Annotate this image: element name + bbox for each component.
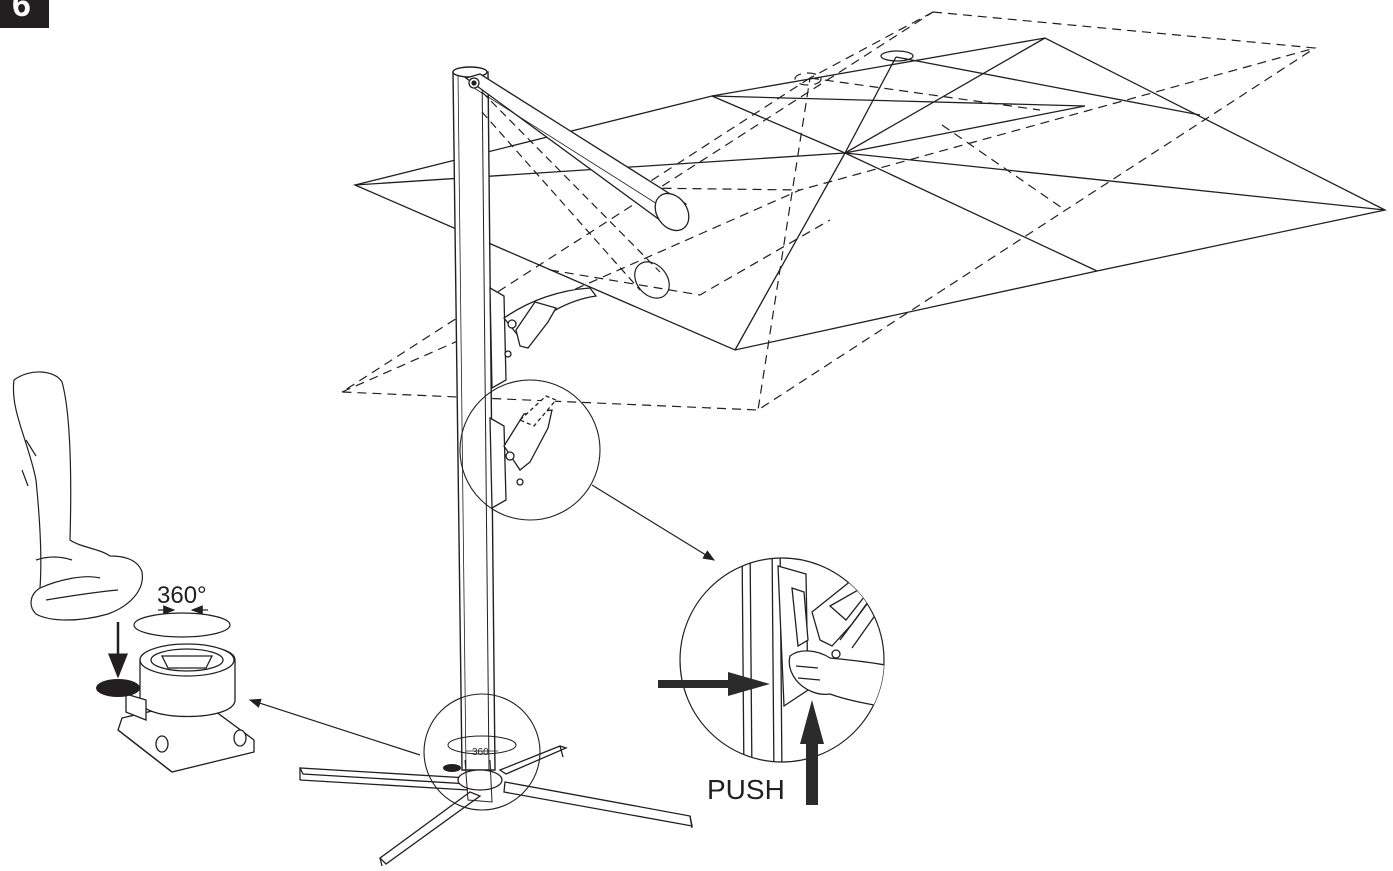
rotation-base-detail [117,643,255,773]
cross-base [298,745,693,867]
umbrella-arm-dashed [481,91,670,299]
umbrella-arm-solid [464,73,690,232]
magnifier-circle-handle [459,379,601,521]
rotation-label-small: 360 [472,747,489,758]
rotation-ellipse-large [133,612,231,638]
foot-pedal-large [96,679,140,697]
foot-pedal-small [443,764,461,772]
leg-and-foot [12,371,143,621]
base-pointer-arrow [248,698,421,756]
push-arrow-horizontal [658,672,770,696]
crank-handle-lower [489,395,558,510]
pole [452,66,496,771]
detail-pointer-arrow [591,484,716,561]
push-label: PUSH [707,774,785,805]
magnifier-circle-base [423,693,541,811]
canopy-open [352,37,1387,351]
step-number: 6 [12,0,31,24]
crank-handle-upper [489,286,598,390]
push-arrow-vertical [800,700,824,805]
rotation-ellipse-small [447,735,517,755]
rotation-label-large: 360° [157,582,207,609]
step-badge: 6 [0,0,49,28]
